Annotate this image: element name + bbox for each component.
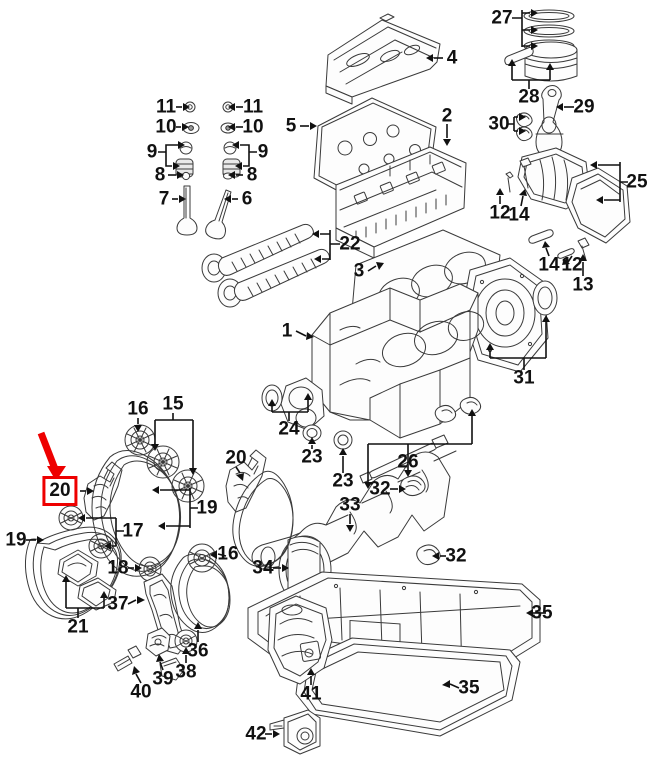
callout-32: 32 [445, 545, 467, 567]
callout-12: 12 [561, 254, 583, 276]
camshafts-group [201, 223, 330, 308]
piston-pin-group [504, 41, 578, 82]
callout-42: 42 [245, 723, 267, 745]
callout-25: 25 [626, 171, 648, 193]
engine-block-group [311, 283, 485, 439]
callout-4: 4 [446, 47, 458, 69]
callout-7: 7 [158, 188, 170, 210]
callout-5: 5 [285, 115, 297, 137]
callout-23: 23 [332, 470, 354, 492]
callout-19: 19 [196, 497, 218, 519]
callout-8: 8 [246, 164, 258, 186]
callout-30: 30 [488, 113, 510, 135]
callout-15: 15 [162, 393, 184, 415]
callout-37: 37 [107, 593, 129, 615]
callout-18: 18 [107, 557, 129, 579]
oil-pump-group [267, 595, 333, 685]
chain-guide-rail-group [57, 549, 117, 611]
leader-lines-group [26, 9, 628, 738]
red-highlight-arrow [37, 431, 66, 481]
callout-27: 27 [491, 7, 513, 29]
valve-train-group [175, 101, 241, 240]
callout-10: 10 [242, 116, 264, 138]
balance-chain-group [170, 553, 231, 633]
oil-pan-lower-group [295, 637, 521, 737]
callout-11: 11 [155, 96, 177, 118]
callout-36: 36 [187, 640, 209, 662]
callout-6: 6 [241, 188, 253, 210]
callout-32: 32 [369, 478, 391, 500]
small-parts-group [113, 627, 198, 672]
callout-14: 14 [508, 204, 530, 226]
callout-23: 23 [301, 446, 323, 468]
callout-35: 35 [531, 602, 553, 624]
callout-39: 39 [152, 668, 174, 690]
timing-chain-tensioner-right [225, 449, 267, 513]
callout-11: 11 [242, 96, 264, 118]
cylinder-head-group [335, 146, 467, 259]
callout-21: 21 [67, 616, 89, 638]
callout-31: 31 [513, 367, 535, 389]
connecting-rod-group [535, 85, 564, 157]
fasteners-group [505, 157, 590, 261]
callout-22: 22 [339, 233, 361, 255]
callout-16: 16 [127, 398, 149, 420]
callout-20: 20 [225, 447, 247, 469]
callout-16: 16 [217, 543, 239, 565]
callout-2: 2 [441, 105, 453, 127]
oil-sensor-group [269, 709, 321, 755]
callout-12: 12 [489, 202, 511, 224]
callout-10: 10 [155, 116, 177, 138]
callout-28: 28 [518, 86, 540, 108]
main-bearings-group [400, 475, 441, 566]
callout-40: 40 [130, 681, 152, 703]
callout-17: 17 [122, 520, 144, 542]
callout-20-highlighted: 20 [42, 476, 78, 506]
callout-13: 13 [572, 274, 594, 296]
callout-9: 9 [257, 141, 269, 163]
callout-3: 3 [353, 260, 365, 282]
callout-29: 29 [573, 96, 595, 118]
callout-9: 9 [146, 141, 158, 163]
callout-8: 8 [154, 164, 166, 186]
rear-seal-housing-group [461, 257, 558, 373]
callout-41: 41 [300, 683, 322, 705]
callout-35: 35 [458, 677, 480, 699]
callout-33: 33 [339, 494, 361, 516]
callout-38: 38 [175, 661, 197, 683]
timing-cover-group [517, 147, 631, 244]
callout-34: 34 [252, 557, 274, 579]
callout-1: 1 [281, 320, 293, 342]
callout-19: 19 [5, 529, 27, 551]
callout-24: 24 [278, 418, 300, 440]
valve-cover-group [325, 13, 441, 105]
seals-group [261, 377, 353, 450]
callout-26: 26 [397, 451, 419, 473]
callout-14: 14 [538, 254, 560, 276]
